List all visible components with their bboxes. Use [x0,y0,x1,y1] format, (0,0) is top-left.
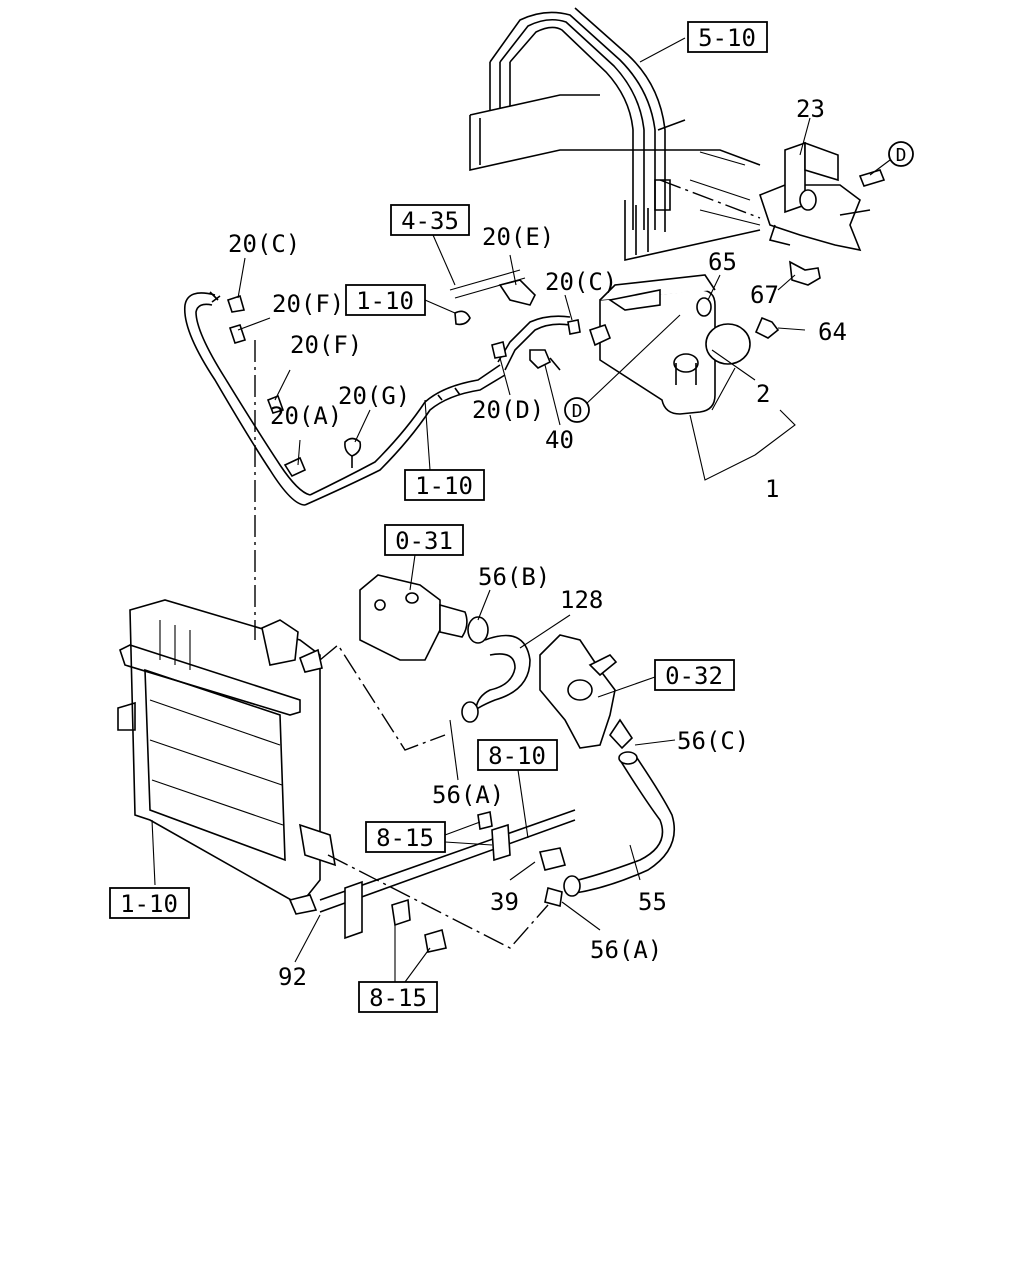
callout-64: 64 [818,318,847,346]
tank-cap [705,323,751,365]
lower-hose [563,751,676,897]
boxed-reference-labels: 5-10 4-35 1-10 1-10 0-31 0-32 8-10 8-15 … [109,21,768,1013]
fasteners-65-67-64 [696,260,821,339]
callout-20c-left: 20(C) [228,230,300,258]
ref-label-8-15-lower: 8-15 [369,984,427,1012]
callout-67: 67 [750,281,779,309]
callout-labels: 23 20(C) 20(E) 65 20(C) 67 20(F) 64 20(F… [228,95,847,991]
callout-20f-upper: 20(F) [272,290,344,318]
callout-20f-lower: 20(F) [290,331,362,359]
hose-clips [226,269,581,478]
callout-92: 92 [278,963,307,991]
guide-lines [254,179,761,949]
callout-20d: 20(D) [472,396,544,424]
marker-d-tank: D [572,401,583,422]
callout-20g: 20(G) [338,382,410,410]
callout-55: 55 [638,888,667,916]
callout-23: 23 [796,95,825,123]
callout-39: 39 [490,888,519,916]
bracket-23 [759,141,886,252]
ref-label-0-31: 0-31 [395,527,453,555]
callout-20c-right: 20(C) [545,268,617,296]
callout-56b: 56(B) [478,563,550,591]
callout-20e: 20(E) [482,223,554,251]
callout-40: 40 [545,426,574,454]
callout-2: 2 [756,380,770,408]
connection-markers: D D [564,141,914,423]
callout-20a: 20(A) [270,402,342,430]
leader-lines [151,37,891,983]
ref-label-8-10: 8-10 [488,742,546,770]
ref-label-0-32: 0-32 [665,662,723,690]
callout-56a-lower: 56(A) [590,936,662,964]
callout-128: 128 [560,586,603,614]
upper-hose [461,634,531,723]
marker-d-upper: D [896,145,907,166]
ref-label-1-10-radiator: 1-10 [120,890,178,918]
water-pump [539,634,634,750]
radiator-stay [319,809,576,953]
ref-label-4-35: 4-35 [401,207,459,235]
callout-56c: 56(C) [677,727,749,755]
callout-56a-upper: 56(A) [432,781,504,809]
water-outlet [359,574,489,661]
callout-1: 1 [765,475,779,503]
cab-guard-frame [469,7,761,261]
ref-label-5-10: 5-10 [698,24,756,52]
radiator [117,599,337,915]
ref-label-1-10-upper: 1-10 [356,287,414,315]
ref-label-8-15-upper: 8-15 [376,824,434,852]
ref-label-1-10-hose: 1-10 [415,472,473,500]
callout-65: 65 [708,248,737,276]
overflow-hose [183,291,571,506]
